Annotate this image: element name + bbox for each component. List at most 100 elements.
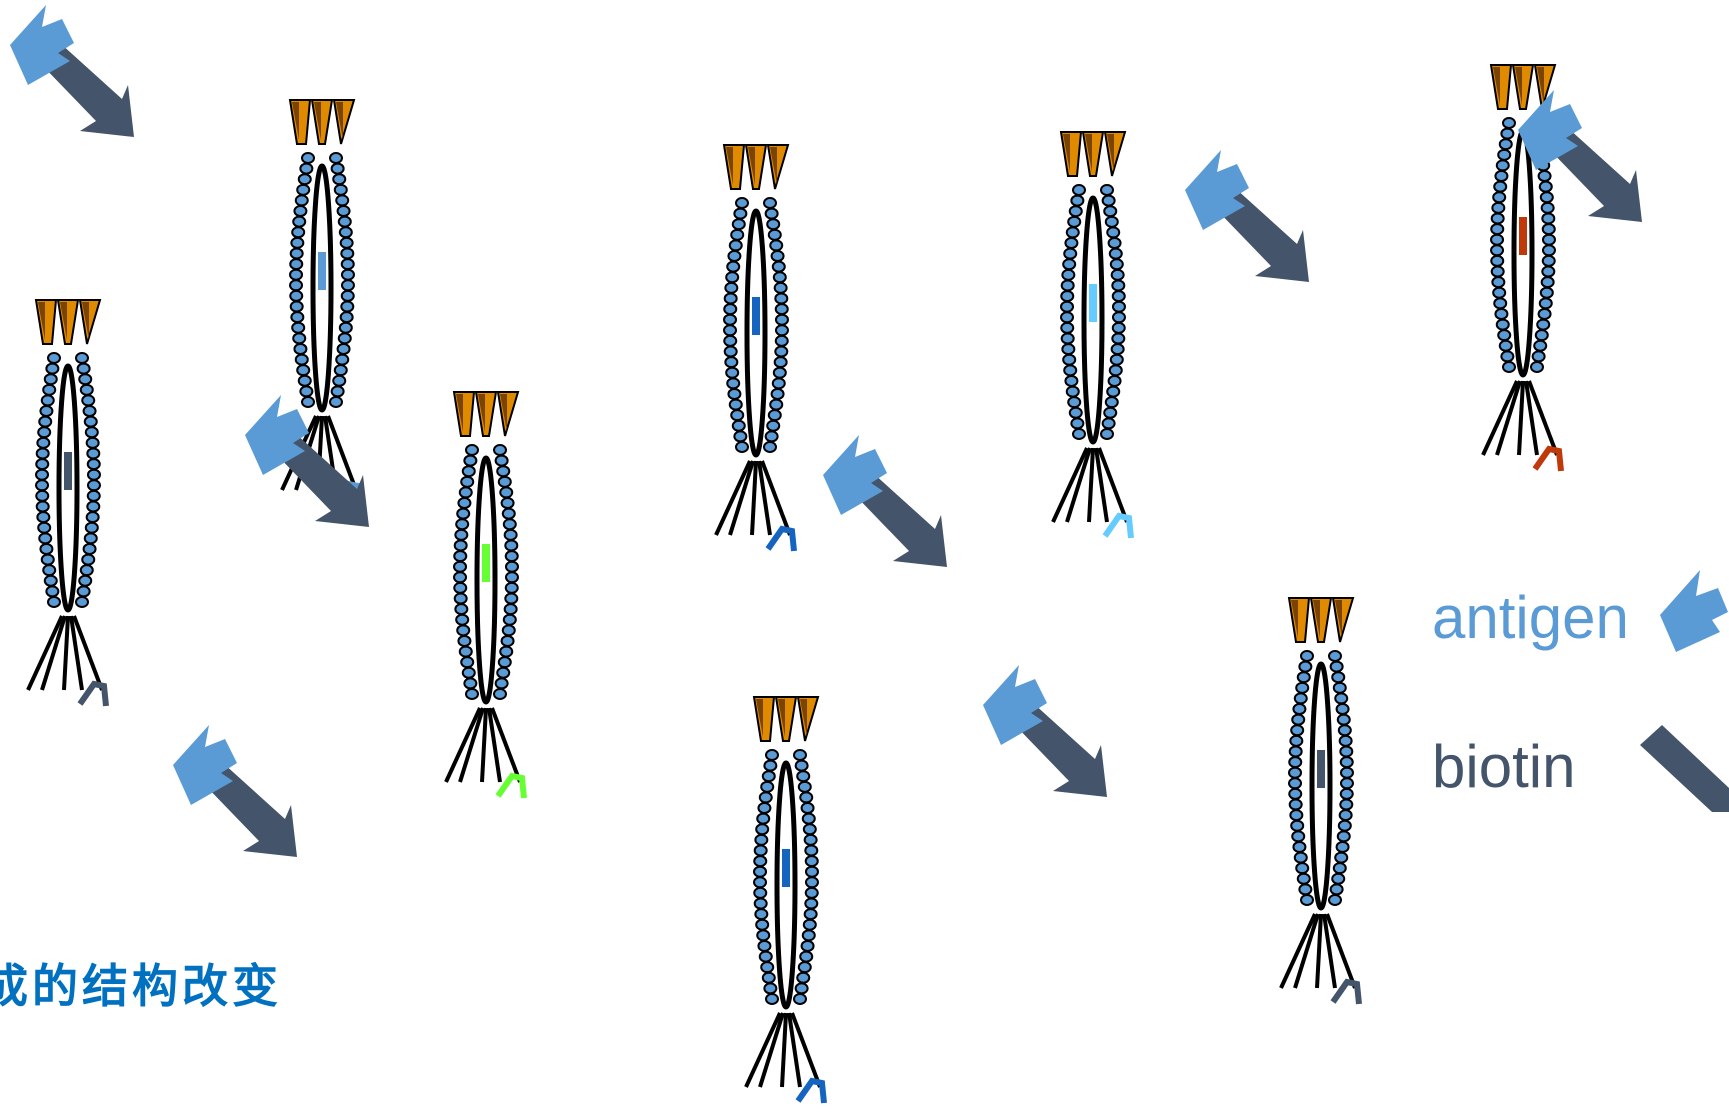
- antigen-biotin-complex-6: [983, 665, 1107, 797]
- bead: [338, 344, 350, 354]
- bead: [803, 930, 815, 940]
- bead: [1064, 249, 1076, 259]
- bead: [805, 835, 817, 845]
- bead: [494, 689, 506, 699]
- bead: [454, 572, 466, 582]
- bead: [1067, 227, 1079, 237]
- bead: [775, 347, 787, 357]
- bead: [503, 509, 515, 519]
- bead: [772, 251, 784, 261]
- bead: [504, 615, 516, 625]
- bead: [1493, 288, 1505, 298]
- bead: [758, 803, 770, 813]
- bead: [736, 442, 748, 452]
- tail-fiber: [1089, 448, 1093, 522]
- bead: [1500, 139, 1512, 149]
- bead: [733, 421, 745, 431]
- bead: [776, 336, 788, 346]
- bead: [761, 782, 773, 792]
- bead: [805, 909, 817, 919]
- bead: [1071, 418, 1083, 428]
- tail-fiber: [1317, 914, 1321, 988]
- bead: [461, 477, 473, 487]
- bead: [454, 551, 466, 561]
- bead: [36, 491, 48, 501]
- bead: [1112, 334, 1124, 344]
- bead: [803, 814, 815, 824]
- bead: [802, 941, 814, 951]
- bead: [85, 417, 97, 427]
- bead: [78, 364, 90, 374]
- bead: [755, 909, 767, 919]
- bead: [292, 227, 304, 237]
- bead: [773, 262, 785, 272]
- bead: [1290, 800, 1302, 810]
- bead: [799, 782, 811, 792]
- bead: [46, 364, 58, 374]
- antigen-biotin-complex-5: [173, 725, 297, 857]
- bead: [754, 877, 766, 887]
- bead: [42, 395, 54, 405]
- complexes-layer: [10, 5, 1642, 857]
- bead: [755, 899, 767, 909]
- bead: [754, 867, 766, 877]
- label-stripe: [782, 849, 790, 887]
- bead: [503, 625, 515, 635]
- bead: [39, 533, 51, 543]
- bead: [458, 636, 470, 646]
- bead: [757, 814, 769, 824]
- bead: [804, 824, 816, 834]
- bead: [1289, 757, 1301, 767]
- bead: [1109, 376, 1121, 386]
- bead: [336, 355, 348, 365]
- bead: [1293, 704, 1305, 714]
- bead: [1295, 693, 1307, 703]
- bead: [1068, 217, 1080, 227]
- bead: [805, 899, 817, 909]
- bead: [36, 480, 48, 490]
- bead: [1073, 429, 1085, 439]
- bead: [45, 374, 57, 384]
- bead: [731, 410, 743, 420]
- bead: [725, 347, 737, 357]
- bead: [734, 209, 746, 219]
- bead: [1531, 362, 1543, 372]
- bead: [758, 941, 770, 951]
- bead: [458, 498, 470, 508]
- bead: [797, 771, 809, 781]
- bead: [1338, 831, 1350, 841]
- bead: [36, 470, 48, 480]
- bead: [1337, 704, 1349, 714]
- bead: [1111, 355, 1123, 365]
- bead: [1112, 344, 1124, 354]
- bead: [76, 597, 88, 607]
- bead: [505, 540, 517, 550]
- bead: [806, 867, 818, 877]
- bead: [1295, 853, 1307, 863]
- bead: [296, 195, 308, 205]
- bead: [342, 291, 354, 301]
- bead: [87, 448, 99, 458]
- bead: [799, 962, 811, 972]
- bead: [42, 555, 54, 565]
- bead: [500, 487, 512, 497]
- bead: [502, 498, 514, 508]
- bead: [1065, 376, 1077, 386]
- bead: [806, 856, 818, 866]
- bead: [296, 355, 308, 365]
- bead: [463, 668, 475, 678]
- bead: [335, 365, 347, 375]
- bead: [761, 962, 773, 972]
- bead: [43, 385, 55, 395]
- bead: [330, 397, 342, 407]
- bead: [1494, 298, 1506, 308]
- bead: [466, 445, 478, 455]
- bead: [40, 544, 52, 554]
- bead: [1292, 831, 1304, 841]
- tail-hook: [1105, 516, 1131, 538]
- bead: [76, 353, 88, 363]
- bead: [776, 304, 788, 314]
- bead: [763, 973, 775, 983]
- bead: [726, 272, 738, 282]
- label-stripe: [64, 452, 72, 490]
